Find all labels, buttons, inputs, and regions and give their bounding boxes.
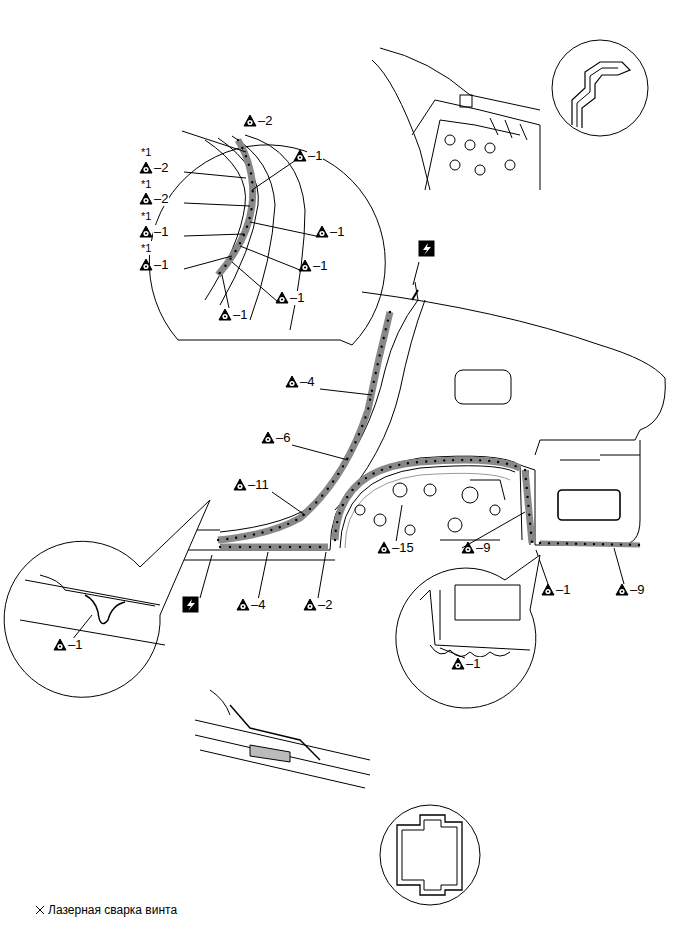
callout-number: –9 xyxy=(629,583,645,597)
callout-number: –1 xyxy=(153,225,169,239)
weld-symbol xyxy=(316,226,328,237)
rocker-detail xyxy=(195,690,370,788)
weld-symbol xyxy=(294,150,306,161)
weld-symbol xyxy=(452,658,464,669)
callout-number: –1 xyxy=(232,308,248,322)
weld-symbol xyxy=(237,599,249,610)
weld-symbol xyxy=(262,432,274,443)
note-mark: *1 xyxy=(140,177,152,191)
weld-symbol xyxy=(219,309,231,320)
section-detail xyxy=(380,805,480,905)
weld-symbol xyxy=(140,259,152,270)
callout-number: –6 xyxy=(275,431,291,445)
weld-symbol xyxy=(54,639,66,650)
callout-number: –4 xyxy=(250,598,266,612)
weld-symbol xyxy=(286,376,298,387)
callout-number: –1 xyxy=(67,638,83,652)
weld-symbol xyxy=(304,599,316,610)
laser-weld-mark xyxy=(36,906,44,914)
callout-number: –2 xyxy=(317,598,333,612)
magnifier-detail xyxy=(396,555,540,708)
roof-section xyxy=(372,48,540,190)
section-detail xyxy=(552,40,648,136)
weld-symbol xyxy=(378,542,390,553)
weld-symbol xyxy=(542,584,554,595)
weld-symbol xyxy=(244,115,256,126)
weld-symbol xyxy=(140,193,152,204)
magnifier-detail xyxy=(4,500,210,697)
callout-number: –2 xyxy=(153,192,169,206)
callout-number: –1 xyxy=(329,225,345,239)
callout-number: –1 xyxy=(289,291,305,305)
legend-text: Лазерная сварка винта xyxy=(48,903,177,917)
callout-number: –15 xyxy=(391,541,415,555)
callout-number: –1 xyxy=(312,259,328,273)
quarter-panel xyxy=(180,262,665,600)
weld-symbol xyxy=(276,292,288,303)
callout-number: –2 xyxy=(153,161,169,175)
callout-number: –1 xyxy=(153,258,169,272)
callout-number: –1 xyxy=(555,583,571,597)
note-mark: *1 xyxy=(140,241,152,255)
callout-number: –11 xyxy=(247,478,270,492)
weld-symbol xyxy=(299,260,311,271)
weld-symbol xyxy=(140,162,152,173)
weld-symbol xyxy=(234,479,246,490)
callout-number: –9 xyxy=(475,541,491,555)
note-mark: *1 xyxy=(140,209,152,223)
weld-symbol xyxy=(462,542,474,553)
note-mark: *1 xyxy=(140,145,152,159)
callout-number: –4 xyxy=(299,375,315,389)
magnifier-detail xyxy=(149,131,385,345)
lightning-symbol xyxy=(183,241,434,612)
callout-number: –1 xyxy=(307,149,323,163)
weld-symbol xyxy=(140,226,152,237)
callout-number: –2 xyxy=(257,114,273,128)
callout-number: –1 xyxy=(465,657,481,671)
weld-symbol xyxy=(616,584,628,595)
